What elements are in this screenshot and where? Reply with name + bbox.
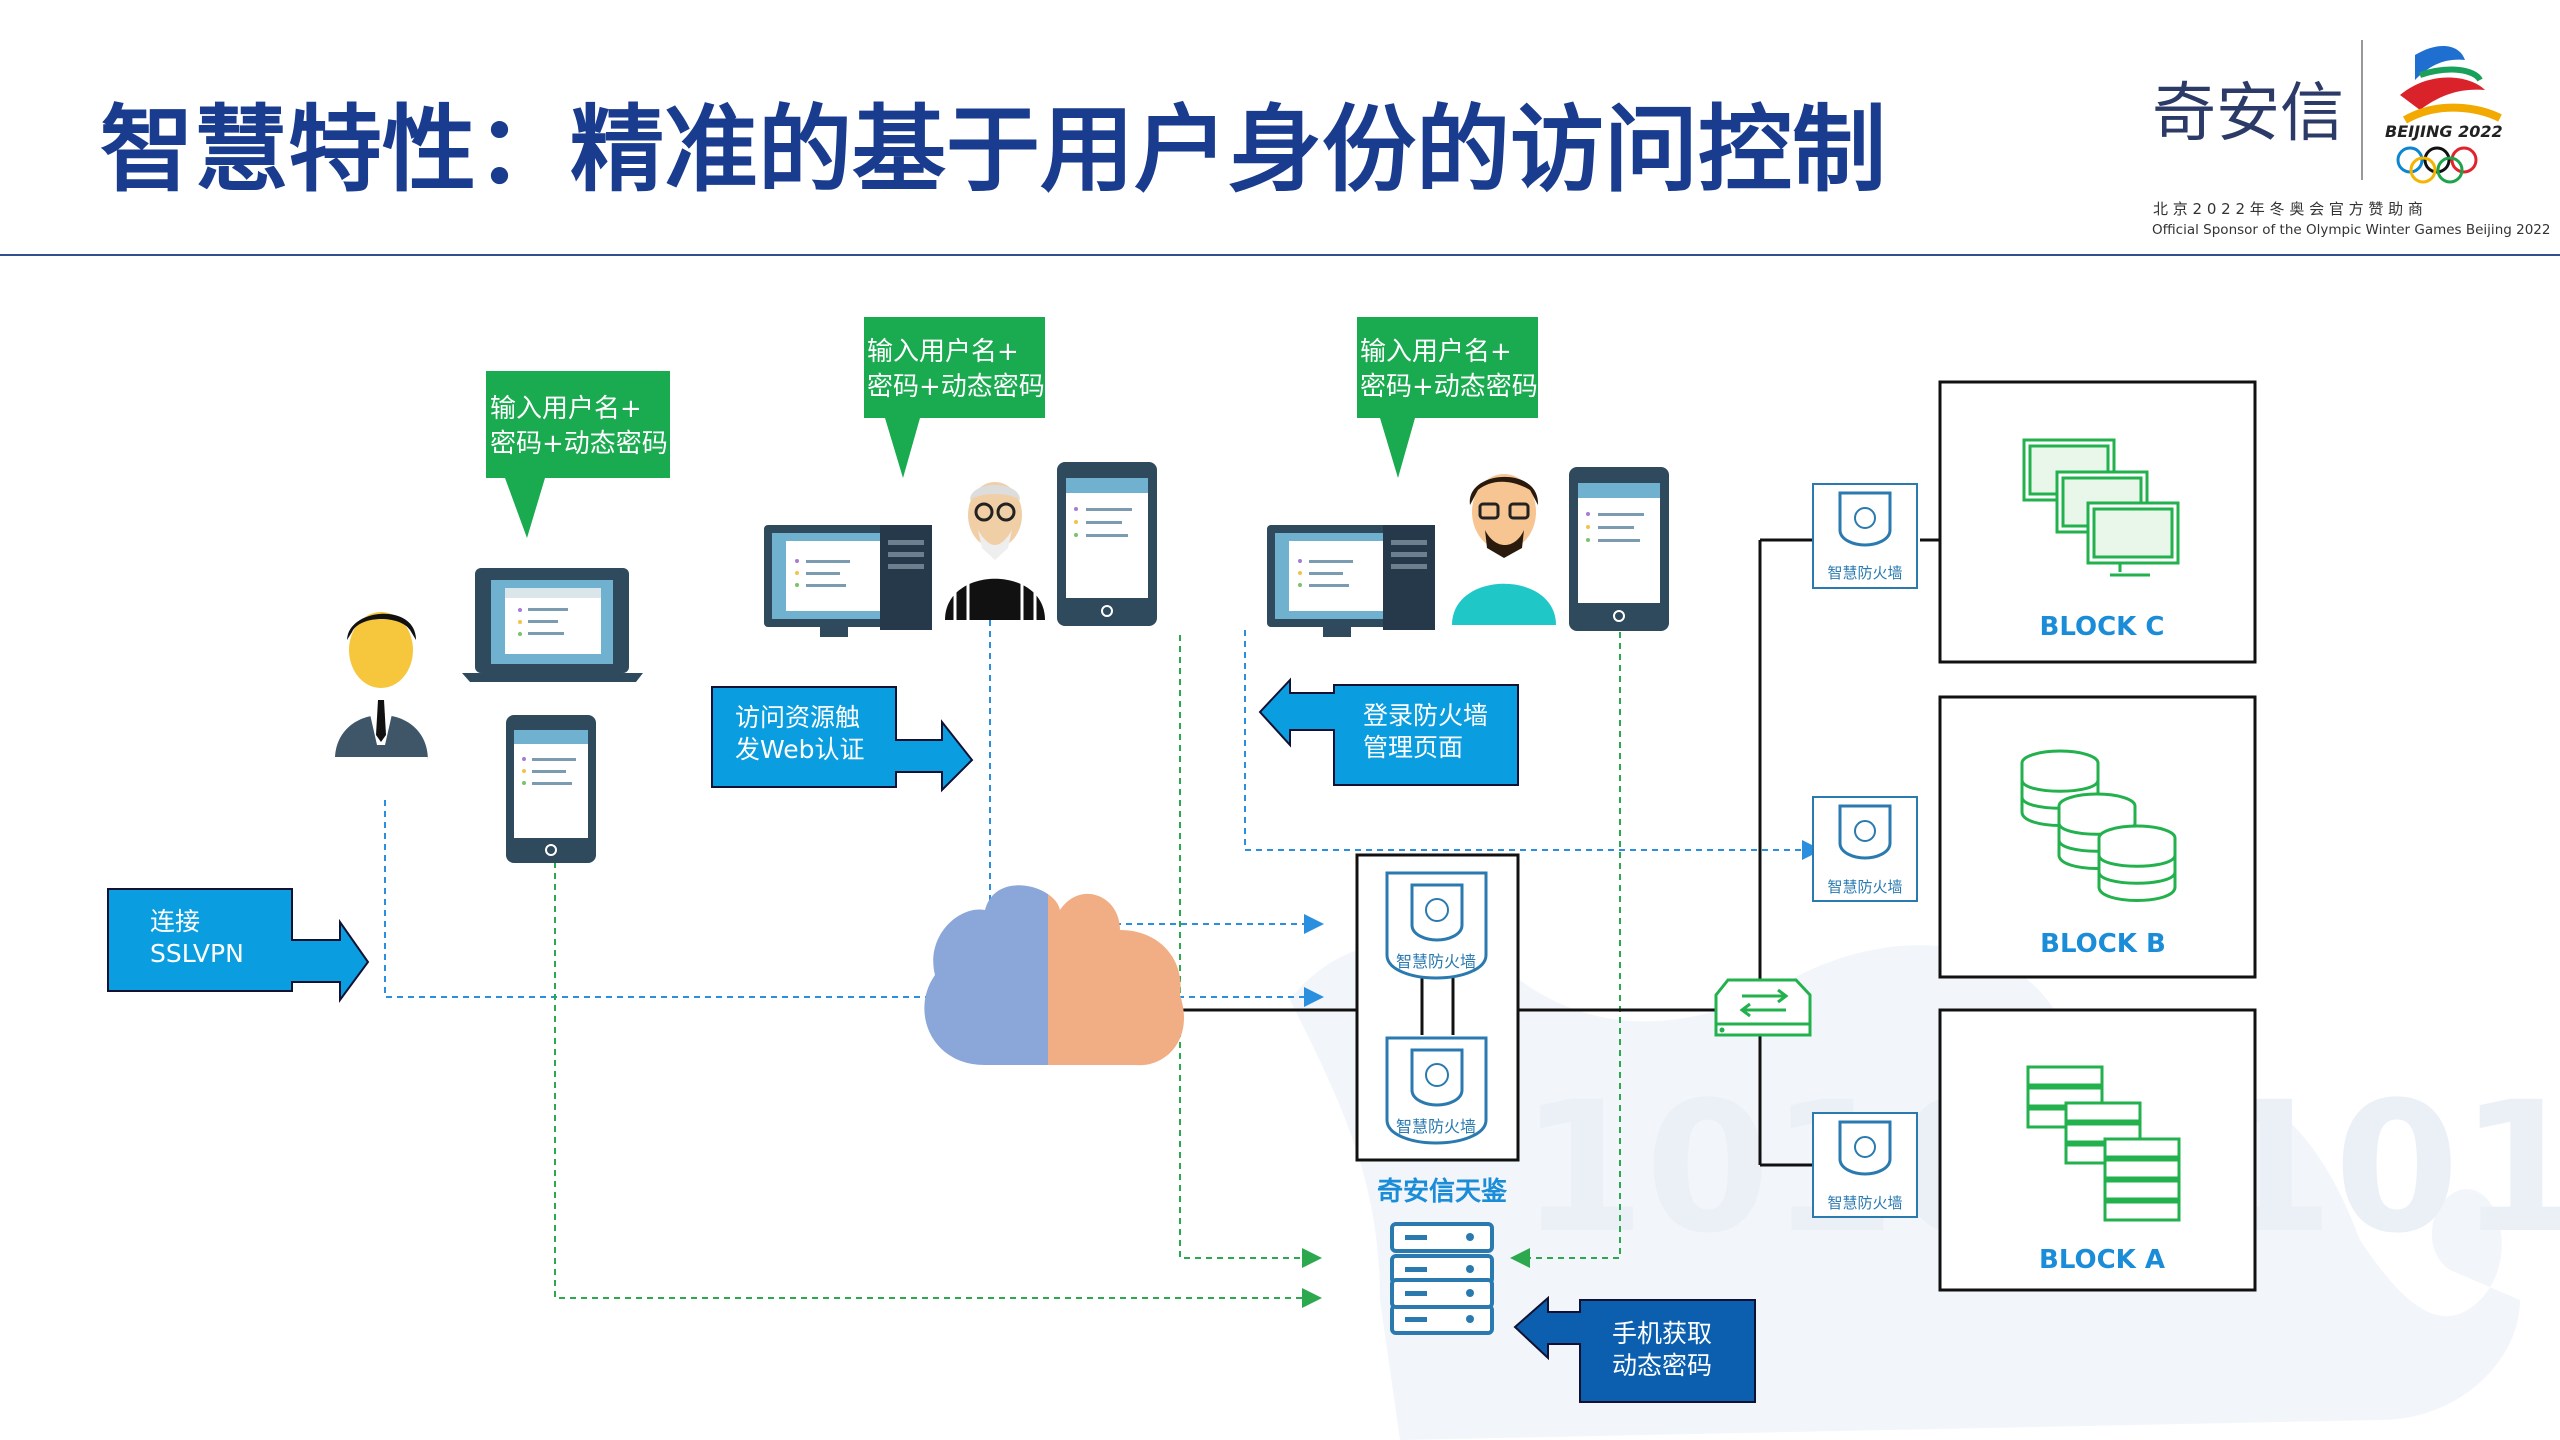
firewall-label: 智慧防火墙 [1827, 564, 1902, 582]
sponsor-en: Official Sponsor of the Olympic Winter G… [2152, 222, 2550, 238]
firewall-icon-block-a: 智慧防火墙 [1812, 1112, 1918, 1218]
firewall-icon-block-b: 智慧防火墙 [1812, 796, 1918, 902]
user-businessman-icon [335, 612, 428, 760]
firewall-label: 智慧防火墙 [1396, 952, 1476, 971]
firewall-icon-main-2: 智慧防火墙 [1385, 1036, 1488, 1145]
desktop-computer-icon-2 [1267, 525, 1435, 637]
phone-icon-3 [1569, 467, 1669, 631]
callout-login-line-2: 管理页面 [1363, 733, 1463, 762]
user-elder-icon [945, 482, 1045, 620]
connection-lines [384, 620, 1822, 1308]
block-b: BLOCK B [1938, 695, 2257, 979]
speech-bubble-3: 输入用户名+ 密码+动态密码 [1357, 317, 1538, 478]
brand-logo: 奇安信 [2152, 77, 2344, 151]
bubble-2-line-2: 密码+动态密码 [867, 372, 1045, 402]
speech-bubble-1: 输入用户名+ 密码+动态密码 [486, 371, 670, 538]
monitors-icon [2022, 438, 2180, 577]
callout-connect-line-1: 连接 [150, 907, 200, 936]
phone-icon-1 [506, 715, 596, 863]
callout-otp: 手机获取 动态密码 [1513, 1295, 1756, 1403]
internet-cloud-icon [924, 885, 1184, 1066]
beijing2022-text: BEIJING 2022 [2385, 122, 2503, 141]
callout-otp-line-1: 手机获取 [1612, 1319, 1712, 1348]
firewall-icon-main-1: 智慧防火墙 [1385, 871, 1488, 980]
callout-connect-line-2: SSLVPN [150, 939, 244, 968]
speech-bubble-2: 输入用户名+ 密码+动态密码 [864, 317, 1045, 478]
callout-login-firewall: 登录防火墙 管理页面 [1258, 677, 1519, 786]
laptop-icon [462, 568, 643, 682]
header: 智慧特性：精准的基于用户身份的访问控制 奇安信 BEIJING 2022 北 京… [0, 40, 2560, 256]
block-a-label: BLOCK A [2039, 1245, 2165, 1275]
firewall-label: 智慧防火墙 [1827, 878, 1902, 896]
block-b-label: BLOCK B [2040, 929, 2166, 959]
firewall-label: 智慧防火墙 [1396, 1117, 1476, 1136]
bubble-2-line-1: 输入用户名+ [867, 337, 1019, 367]
firewall-label: 智慧防火墙 [1827, 1194, 1902, 1212]
block-a: BLOCK A [1938, 1008, 2257, 1292]
block-c: BLOCK C [1938, 380, 2257, 664]
block-c-label: BLOCK C [2040, 612, 2165, 642]
server-rack-icon [2026, 1065, 2181, 1222]
network-switch-icon [1714, 978, 1812, 1037]
desktop-computer-icon-1 [764, 525, 932, 637]
bubble-3-line-2: 密码+动态密码 [1360, 372, 1538, 402]
bubble-1-line-2: 密码+动态密码 [490, 429, 668, 459]
callout-web-auth-line-2: 发Web认证 [735, 735, 865, 764]
user-glasses-icon [1452, 474, 1556, 625]
callout-web-auth: 访问资源触 发Web认证 [711, 686, 974, 793]
database-icon [2020, 749, 2177, 902]
bubble-3-line-1: 输入用户名+ [1360, 337, 1512, 367]
page-title: 智慧特性：精准的基于用户身份的访问控制 [100, 96, 1886, 205]
tianjian-server-icon [1390, 1222, 1494, 1335]
sponsor-cn: 北 京 2 0 2 2 年 冬 奥 会 官 方 赞 助 商 [2153, 200, 2423, 218]
beijing2022-emblem-icon: BEIJING 2022 [2385, 45, 2503, 184]
callout-connect-sslvpn: 连接 SSLVPN [107, 888, 370, 1004]
callout-login-line-1: 登录防火墙 [1363, 701, 1488, 730]
callout-otp-line-2: 动态密码 [1612, 1351, 1712, 1380]
bubble-1-line-1: 输入用户名+ [490, 394, 642, 424]
firewall-icon-block-c: 智慧防火墙 [1812, 483, 1918, 589]
phone-icon-2 [1057, 462, 1157, 626]
tianjian-label: 奇安信天鉴 [1377, 1177, 1508, 1207]
callout-web-auth-line-1: 访问资源触 [735, 703, 860, 732]
